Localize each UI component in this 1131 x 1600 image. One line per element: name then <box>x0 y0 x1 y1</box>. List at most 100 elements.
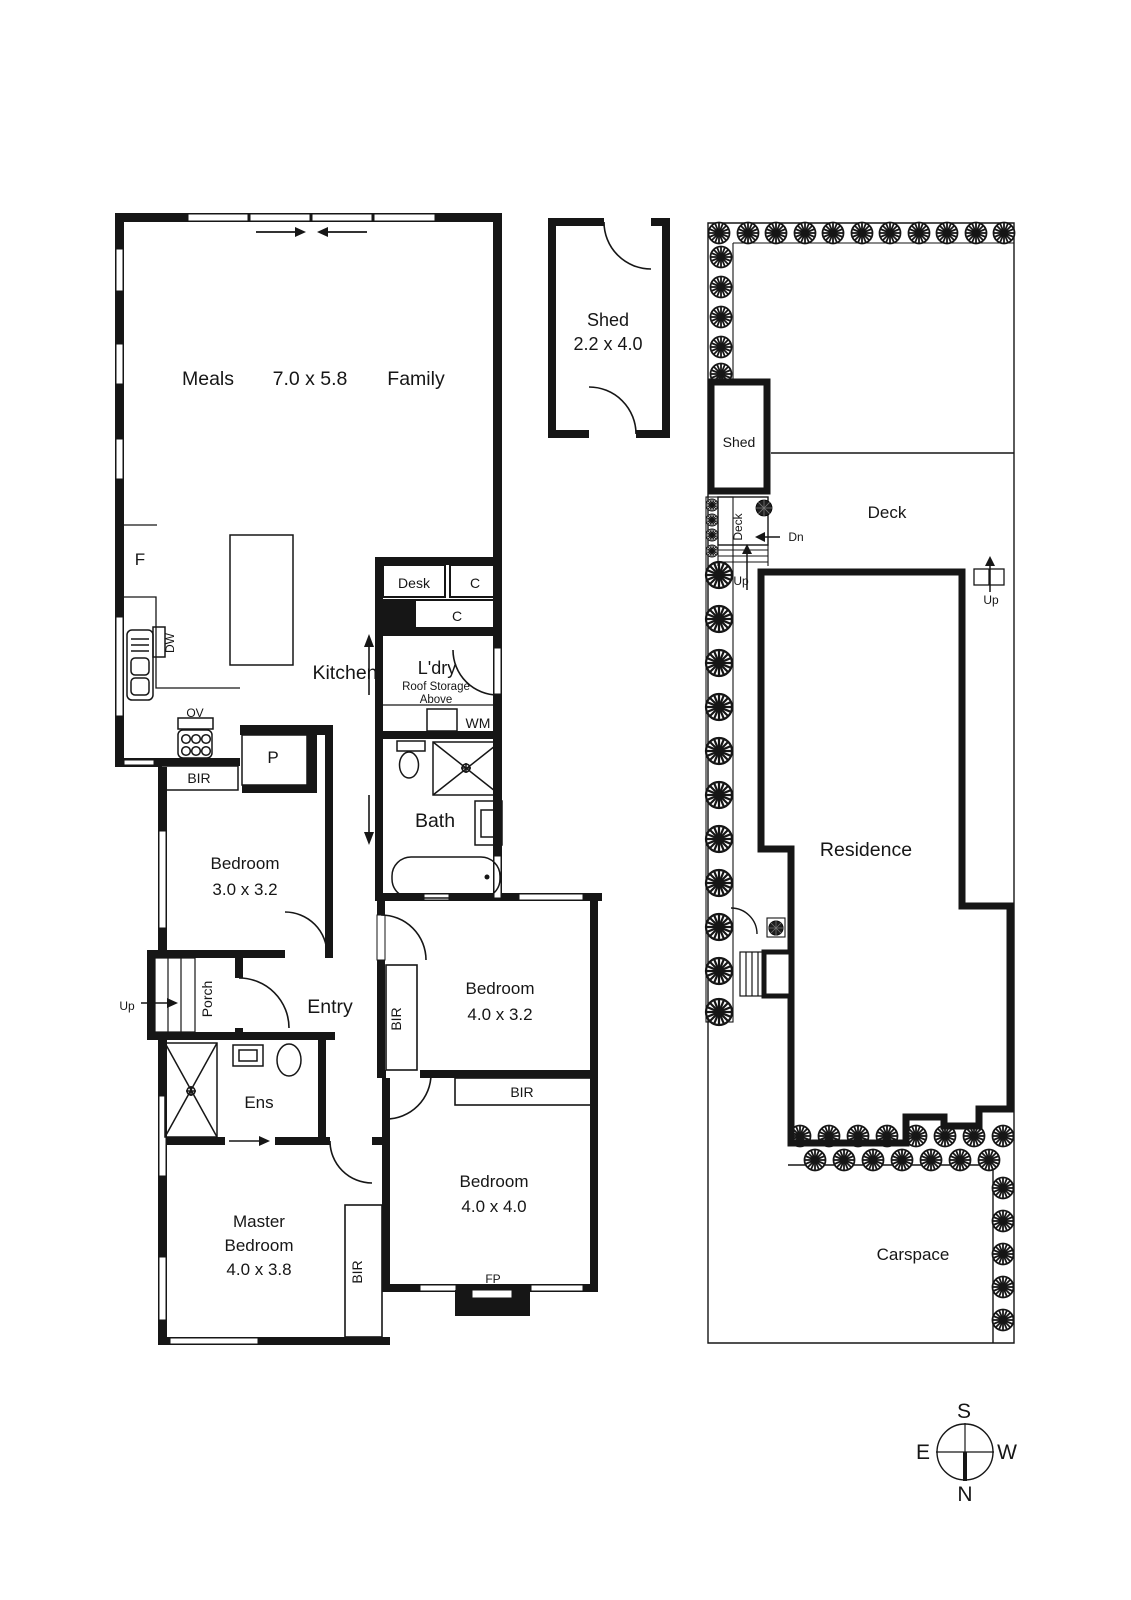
porch-up-arrow <box>141 998 178 1008</box>
shower-ens <box>164 1042 218 1138</box>
label-ens: Ens <box>244 1093 273 1112</box>
label-roof-above: Above <box>420 694 453 706</box>
shed-door-arcs <box>588 221 652 435</box>
shed-detail-plan: Shed 2.2 x 4.0 <box>548 217 670 439</box>
kitchen-fixtures <box>124 524 308 791</box>
sink <box>126 629 154 701</box>
label-shed-detail-dims: 2.2 x 4.0 <box>573 334 642 354</box>
residence-entry <box>730 907 794 999</box>
label-deck-lower: Deck <box>731 512 745 540</box>
dishwasher <box>152 626 166 658</box>
label-bir-rear: BIR <box>510 1084 533 1100</box>
label-wm: WM <box>466 715 491 731</box>
study-nook <box>382 564 501 629</box>
toilet-bath-bowl <box>398 751 420 779</box>
label-oven: OV <box>186 706 203 720</box>
sliding-door-arrows <box>256 227 367 237</box>
cooktop <box>177 729 213 759</box>
label-bir-master: BIR <box>349 1260 365 1283</box>
label-desk: Desk <box>398 575 431 591</box>
compass-labels: S N E W <box>916 1400 1017 1506</box>
label-living-dims: 7.0 x 5.8 <box>273 368 348 390</box>
label-bedroom3: Bedroom <box>460 1172 529 1191</box>
label-bedroom2: Bedroom <box>466 979 535 998</box>
pantry-box <box>241 734 308 786</box>
label-fp: FP <box>485 1272 500 1286</box>
house-labels: Meals 7.0 x 5.8 Family F DW Kitchen OV P… <box>119 368 534 1286</box>
label-cupboard-b: C <box>452 608 462 624</box>
label-bedroom1-dims: 3.0 x 3.2 <box>212 880 277 899</box>
tree-column-left <box>704 560 734 1027</box>
cupboard-a-box <box>449 564 501 598</box>
label-fridge: F <box>135 550 145 569</box>
bir-bed2-box <box>385 964 418 1071</box>
site-shed <box>707 378 771 495</box>
label-porch-up: Up <box>119 999 135 1013</box>
roof-storage-arrows <box>364 634 374 845</box>
ens-walkthrough-arrow <box>229 1136 270 1146</box>
label-up-side: Up <box>983 593 999 607</box>
label-pantry: P <box>267 748 278 767</box>
tree-row-top <box>707 221 1016 245</box>
compass-north: N <box>957 1483 972 1506</box>
tree-band-below-residence <box>788 1124 1015 1172</box>
site-dn <box>755 532 780 542</box>
cupboard-solid <box>382 599 416 629</box>
washing-machine <box>426 708 458 732</box>
compass-east: E <box>916 1441 930 1464</box>
label-up-rear: Up <box>733 574 749 588</box>
kitchen-bench-line <box>124 596 240 689</box>
label-kitchen: Kitchen <box>312 662 377 684</box>
label-carspace: Carspace <box>877 1245 950 1264</box>
label-dishwasher: DW <box>163 632 177 653</box>
toilet-ens-cistern <box>232 1044 264 1067</box>
label-bedroom1: Bedroom <box>211 854 280 873</box>
porch-steps <box>154 957 196 1033</box>
residence-outline <box>757 568 1014 1147</box>
label-entry: Entry <box>307 996 353 1018</box>
lower-deck <box>717 496 769 566</box>
desk-box <box>382 564 446 598</box>
label-porch: Porch <box>199 981 215 1018</box>
house-windows <box>115 213 584 1345</box>
label-residence: Residence <box>820 839 912 861</box>
shed-door-gap-top <box>604 217 651 227</box>
oven <box>177 717 214 730</box>
label-cupboard-a: C <box>470 575 480 591</box>
bath-fixtures <box>164 704 503 1138</box>
dark-shrub-deck <box>755 499 773 517</box>
door-arcs <box>238 649 499 1184</box>
label-roof-storage: Roof Storage <box>402 681 470 693</box>
label-bath: Bath <box>415 810 455 832</box>
label-master1: Master <box>233 1212 285 1231</box>
compass-west: W <box>997 1441 1017 1464</box>
label-dn: Dn <box>788 530 803 544</box>
label-bir-bed2: BIR <box>388 1007 404 1030</box>
label-bedroom3-dims: 4.0 x 4.0 <box>461 1197 526 1216</box>
bir-kitchen-box <box>159 765 239 791</box>
toilet-ens-bowl <box>276 1043 302 1077</box>
label-bedroom2-dims: 4.0 x 3.2 <box>467 1005 532 1024</box>
bir-rear-box <box>454 1077 598 1106</box>
bathtub <box>391 856 501 899</box>
label-shed-detail: Shed <box>587 310 629 330</box>
site-up-rear <box>742 544 752 590</box>
site-up-side <box>973 556 1005 592</box>
shower-bath <box>432 741 501 796</box>
compass-south: S <box>957 1400 971 1423</box>
label-deck: Deck <box>868 503 907 522</box>
label-bir-kitchen: BIR <box>187 770 210 786</box>
cupboard-b-box <box>414 599 501 629</box>
label-master2: Bedroom <box>225 1236 294 1255</box>
label-family: Family <box>387 368 445 390</box>
toilet-bath-cistern <box>396 740 426 752</box>
site-plan: Shed Deck Deck Dn Up Up Residence Carspa… <box>704 221 1016 1344</box>
shed-detail-labels: Shed 2.2 x 4.0 <box>573 310 642 354</box>
label-master-dims: 4.0 x 3.8 <box>226 1260 291 1279</box>
label-laundry: L'dry <box>418 658 456 678</box>
robes <box>344 964 598 1338</box>
tree-column-upper-left <box>709 245 733 386</box>
shed-door-gap-bottom <box>589 429 636 439</box>
